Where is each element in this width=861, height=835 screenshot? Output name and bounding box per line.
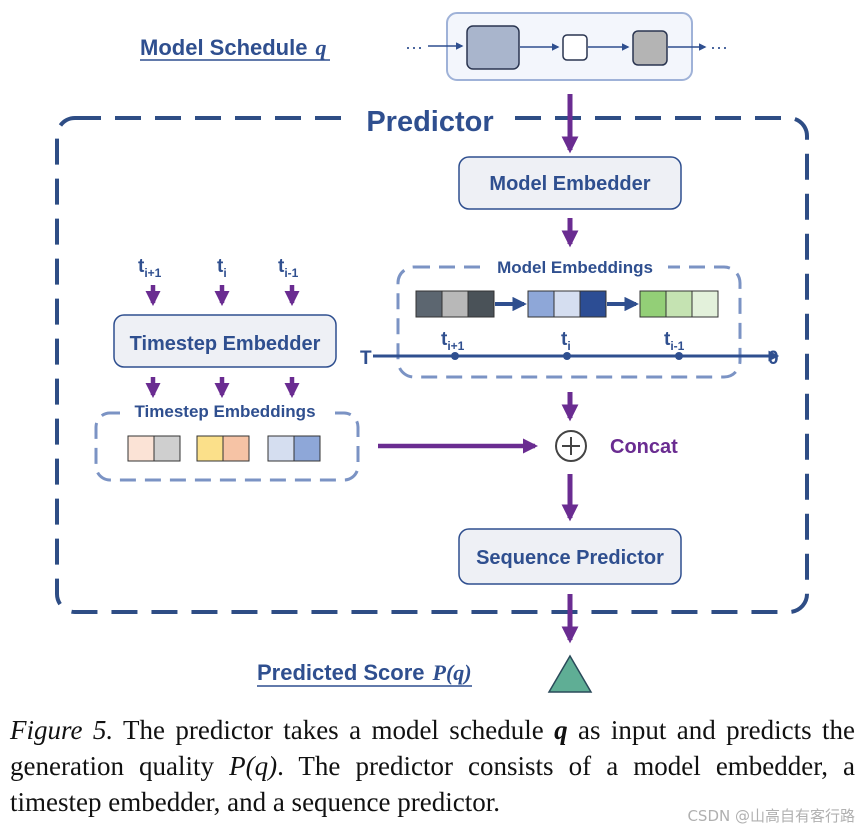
model-embedding-vector-1	[415, 290, 495, 318]
model-embedder-label: Model Embedder	[489, 173, 650, 195]
timeline-start: T	[360, 348, 372, 369]
svg-text:···: ···	[710, 37, 728, 57]
timestep-embedding-vector-1	[127, 435, 181, 462]
timestep-input-2: ti	[217, 256, 227, 280]
sequence-predictor-box	[458, 528, 682, 585]
model-embeddings-group	[396, 265, 742, 379]
timestep-embedder-box	[113, 314, 337, 368]
timeline-end: 0	[768, 348, 779, 369]
timeline: T 0 ti+1 ti ti-1	[360, 329, 780, 369]
timestep-inputs: ti+1 ti ti-1	[138, 256, 300, 307]
model-embeddings-label: Model Embeddings	[497, 258, 653, 277]
timeline-tick-2: ti	[561, 329, 571, 353]
timestep-input-3: ti-1	[278, 256, 299, 280]
caption-text-3: . The predictor consists of a model embe…	[10, 751, 856, 817]
concat-label: Concat	[610, 436, 678, 458]
model-embedding-vector-2	[527, 290, 607, 318]
model-schedule-box: ··· ···	[405, 12, 728, 81]
caption-text-2: as input and predicts the generation qua…	[10, 715, 855, 781]
predictor-container	[55, 116, 809, 614]
schedule-block-large	[466, 25, 520, 70]
watermark: CSDN @山高自有客行路	[687, 807, 855, 825]
timestep-embedding-vector-3	[267, 435, 321, 462]
timestep-embeddings-label: Timestep Embeddings	[134, 402, 315, 421]
timestep-embeddings-group	[94, 411, 360, 482]
caption-figure-label: Figure 5.	[10, 715, 114, 745]
svg-text:···: ···	[405, 37, 423, 57]
schedule-block-medium	[632, 30, 668, 66]
schedule-block-small	[562, 34, 588, 61]
sequence-predictor-label: Sequence Predictor	[476, 547, 664, 569]
caption-pq: P(q)	[229, 751, 278, 781]
model-embedding-vector-3	[639, 290, 719, 318]
timeline-tick-1: ti+1	[441, 329, 465, 353]
figure-caption: Figure 5. The predictor takes a model sc…	[10, 712, 855, 820]
predicted-score-triangle	[547, 654, 593, 693]
caption-q: q	[554, 715, 568, 745]
timestep-embedding-vector-2	[196, 435, 250, 462]
model-embedder-box	[458, 156, 682, 210]
timeline-tick-3: ti-1	[664, 329, 685, 353]
concat-plus-icon	[555, 430, 587, 462]
caption-text-1: The predictor takes a model schedule	[113, 715, 555, 745]
timestep-embedder-label: Timestep Embedder	[130, 333, 321, 355]
predictor-title: Predictor	[366, 106, 493, 138]
timestep-input-1: ti+1	[138, 256, 162, 280]
